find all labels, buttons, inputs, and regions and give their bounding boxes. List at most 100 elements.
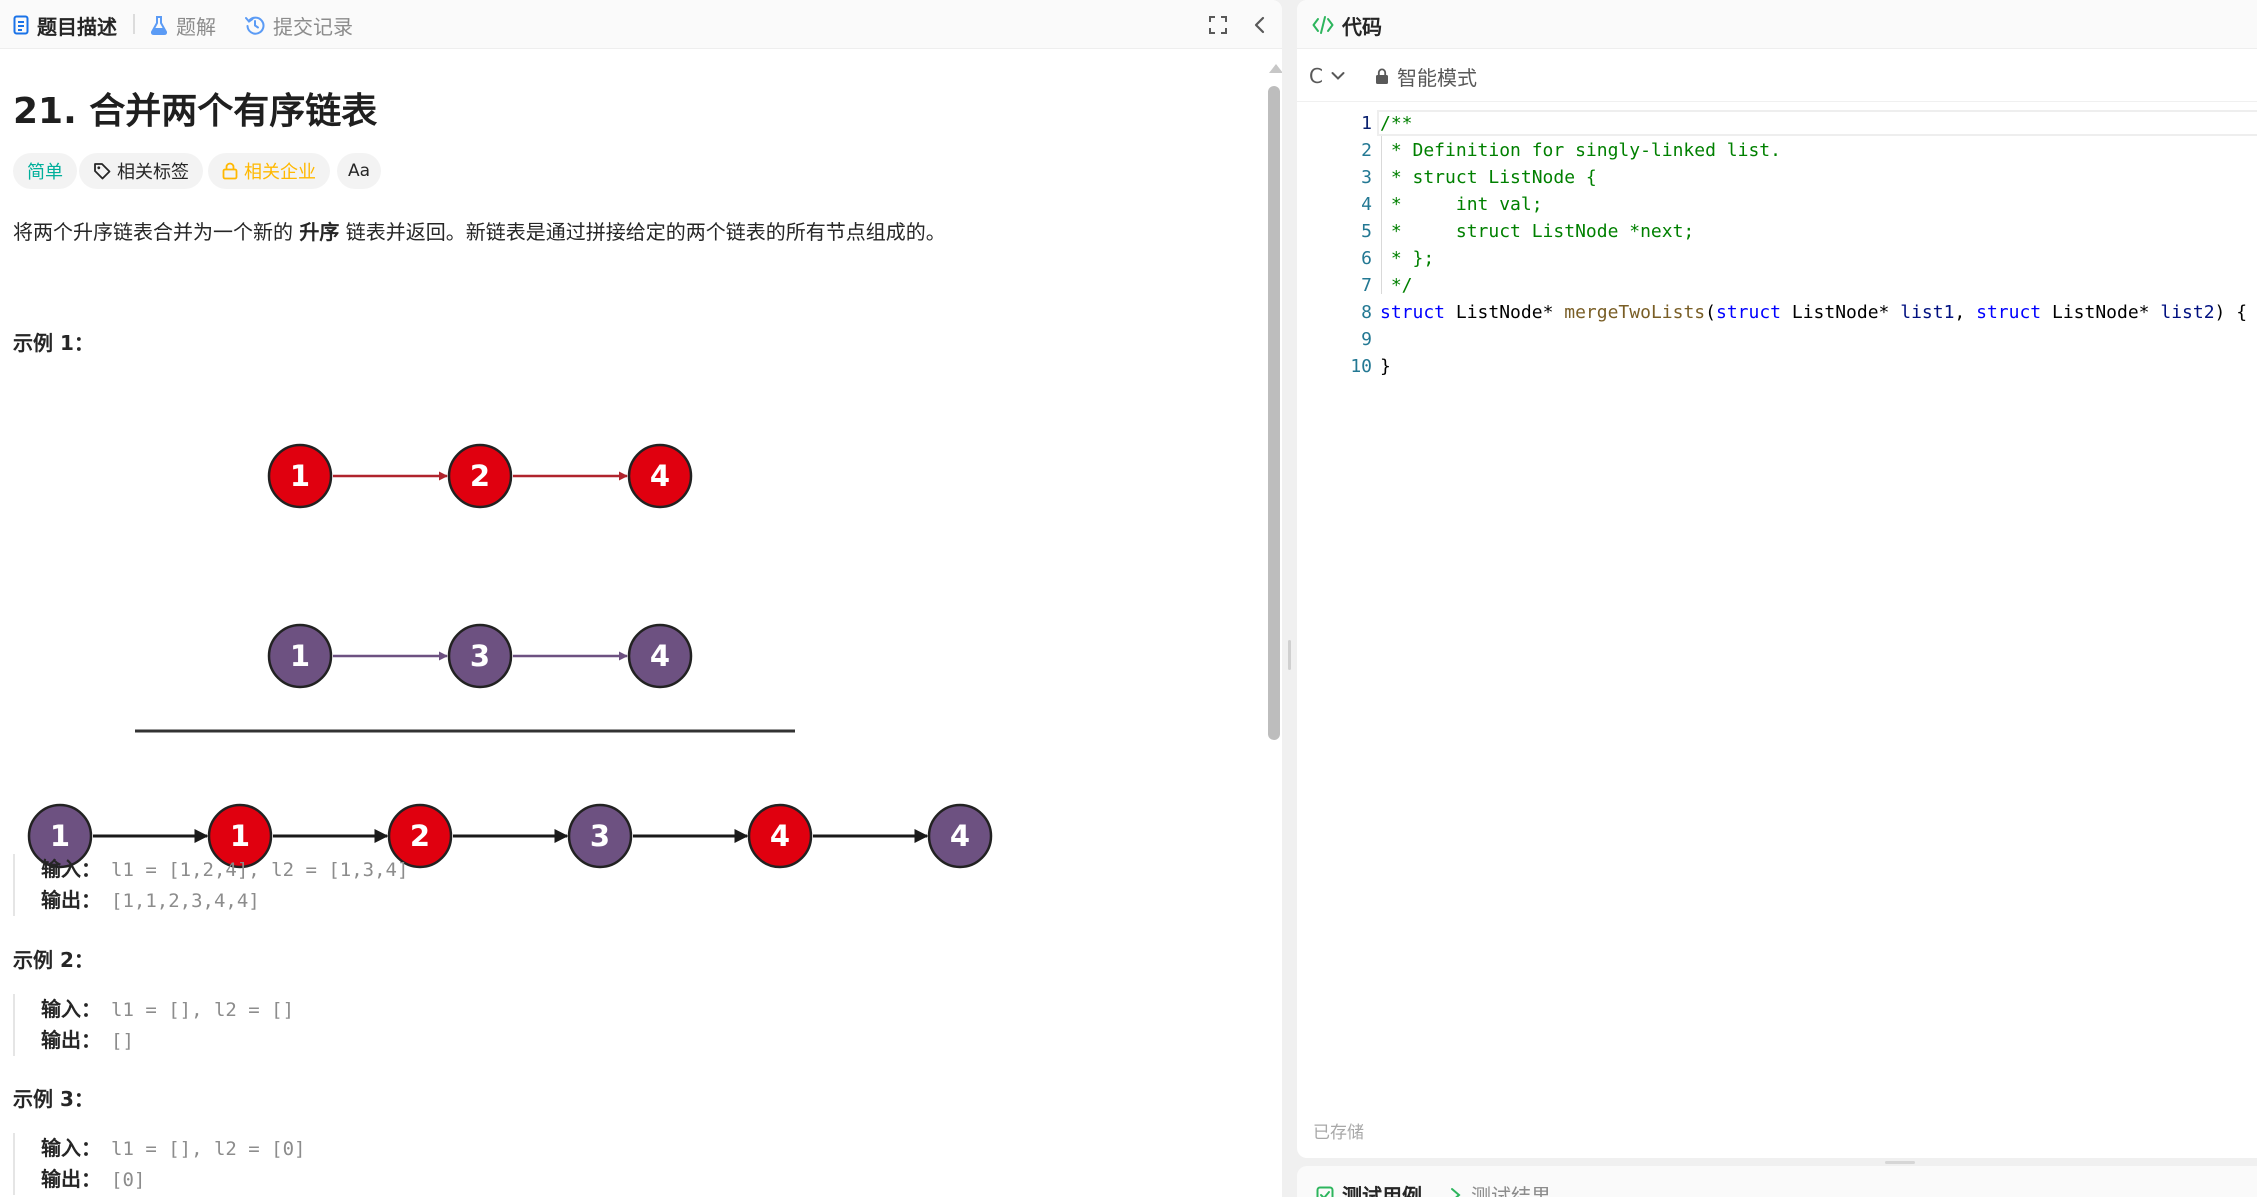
code-token: mergeTwoLists [1564, 302, 1706, 323]
code-line-text: } [1380, 353, 1391, 380]
code-token: struct [1380, 302, 1446, 323]
translate-icon: Aa [348, 161, 371, 181]
tab-testcase-label: 测试用例 [1342, 1184, 1422, 1197]
list1-node-label: 1 [290, 459, 310, 493]
tab-submissions[interactable]: 提交记录 [245, 10, 353, 40]
related-companies-label: 相关企业 [244, 162, 316, 183]
list1-node-label: 4 [650, 459, 670, 493]
list2-node [627, 623, 693, 689]
tab-submissions-label: 提交记录 [273, 14, 353, 39]
terminal-icon [1451, 1187, 1461, 1197]
code-line-text: struct ListNode* mergeTwoLists(struct Li… [1380, 299, 2247, 326]
merged-node [747, 803, 813, 869]
scroll-thumb[interactable] [1268, 86, 1280, 740]
merged-node-label: 3 [590, 819, 610, 853]
code-token: } [1380, 356, 1391, 377]
example-2-input: 输入：l1 = [], l2 = [] [41, 994, 294, 1025]
line-number: 5 [1361, 221, 1372, 242]
document-icon [13, 15, 29, 35]
line-number: 3 [1361, 167, 1372, 188]
history-icon [245, 16, 265, 35]
code-tab-label: 代码 [1342, 14, 1382, 39]
fullscreen-icon[interactable] [1203, 10, 1233, 40]
list1-node [447, 443, 513, 509]
line-number: 1 [1361, 113, 1372, 134]
tab-description-label: 题目描述 [37, 14, 117, 39]
language-label: C [1309, 64, 1323, 88]
code-line[interactable]: 5 * struct ListNode *next; [1297, 218, 2257, 245]
example-2-output: 输出：[] [41, 1025, 294, 1056]
code-token: * }; [1380, 248, 1435, 269]
lock-icon [1376, 68, 1388, 84]
description-bold: 升序 [299, 220, 340, 244]
flask-icon [150, 16, 168, 35]
code-token: ( [1705, 302, 1716, 323]
fold-guide-line [1381, 136, 1382, 294]
code-token: * struct ListNode { [1380, 167, 1597, 188]
code-editor[interactable]: 1 /** 2 * Definition for singly-linked lis… [1297, 108, 2257, 1108]
translate-button[interactable]: Aa [337, 153, 382, 189]
problem-panel: 题目描述 题解 提交记录 [0, 0, 1282, 1197]
tab-testcase[interactable]: 测试用例 [1316, 1180, 1422, 1197]
bottom-resize-handle[interactable] [1885, 1161, 1915, 1164]
code-token: struct [1976, 302, 2042, 323]
code-token: /** [1380, 113, 1413, 134]
list1-node [627, 443, 693, 509]
code-line[interactable]: 3 * struct ListNode { [1297, 164, 2257, 191]
smart-mode-toggle[interactable]: 智能模式 [1375, 61, 1477, 91]
line-number: 6 [1361, 248, 1372, 269]
scroll-up-arrow-icon[interactable] [1269, 64, 1282, 73]
tab-separator [133, 14, 135, 34]
example-3-output: 输出：[0] [41, 1164, 305, 1195]
tag-icon [94, 163, 111, 180]
code-token: * Definition for singly-linked list. [1380, 140, 1781, 161]
code-token: ) { [2214, 302, 2248, 323]
code-token: struct [1715, 302, 1782, 323]
problem-title: 21. 合并两个有序链表 [13, 91, 378, 132]
code-line[interactable]: 1 /** [1297, 110, 2257, 137]
code-icon [1312, 16, 1334, 34]
merged-node-label: 4 [950, 819, 970, 853]
language-select[interactable]: C [1309, 61, 1345, 91]
example-1-heading: 示例 1： [13, 331, 94, 355]
example-3-block: 输入：l1 = [], l2 = [0] 输出：[0] [13, 1133, 305, 1195]
tab-testresult[interactable]: 测试结果 [1449, 1180, 1551, 1197]
code-token: ListNode* [1781, 302, 1901, 323]
collapse-left-icon[interactable] [1245, 10, 1275, 40]
related-tags-button[interactable]: 相关标签 [79, 153, 203, 189]
line-number: 7 [1361, 275, 1372, 296]
output-value: [1,1,2,3,4,4] [111, 890, 260, 912]
code-toolbar: C 智能模式 [1297, 49, 2257, 102]
output-value: [0] [111, 1169, 146, 1191]
difficulty-label: 简单 [27, 162, 63, 183]
code-line[interactable]: 4 * int val; [1297, 191, 2257, 218]
current-line-highlight [1377, 110, 2257, 136]
code-token: ListNode* [2041, 302, 2161, 323]
related-companies-button[interactable]: 相关企业 [208, 153, 330, 189]
input-label: 输入： [41, 857, 101, 881]
example-3-heading: 示例 3： [13, 1087, 94, 1111]
panel-resize-handle[interactable] [1288, 640, 1291, 670]
code-line[interactable]: 10} [1297, 353, 2257, 380]
code-line[interactable]: 6 * }; [1297, 245, 2257, 272]
smart-mode-label: 智能模式 [1397, 65, 1477, 90]
chevron-down-icon [1331, 72, 1345, 80]
code-token: * struct ListNode *next; [1380, 221, 1695, 242]
code-line-text: * Definition for singly-linked list. [1380, 137, 1781, 164]
code-line[interactable]: 7 */ [1297, 272, 2257, 299]
input-value: l1 = [1,2,4], l2 = [1,3,4] [111, 859, 409, 881]
code-line[interactable]: 2 * Definition for singly-linked list. [1297, 137, 2257, 164]
line-number: 4 [1361, 194, 1372, 215]
code-line-text: * struct ListNode *next; [1380, 218, 1694, 245]
code-line[interactable]: 9 [1297, 326, 2257, 353]
tab-description[interactable]: 题目描述 [13, 10, 117, 40]
code-line-text: /** [1380, 110, 1413, 137]
code-tab[interactable]: 代码 [1312, 10, 1382, 40]
code-token: ListNode* [1445, 302, 1565, 323]
problem-scrollbar[interactable] [1265, 49, 1282, 1197]
tab-solutions[interactable]: 题解 [150, 10, 216, 40]
example-3-input: 输入：l1 = [], l2 = [0] [41, 1133, 305, 1164]
